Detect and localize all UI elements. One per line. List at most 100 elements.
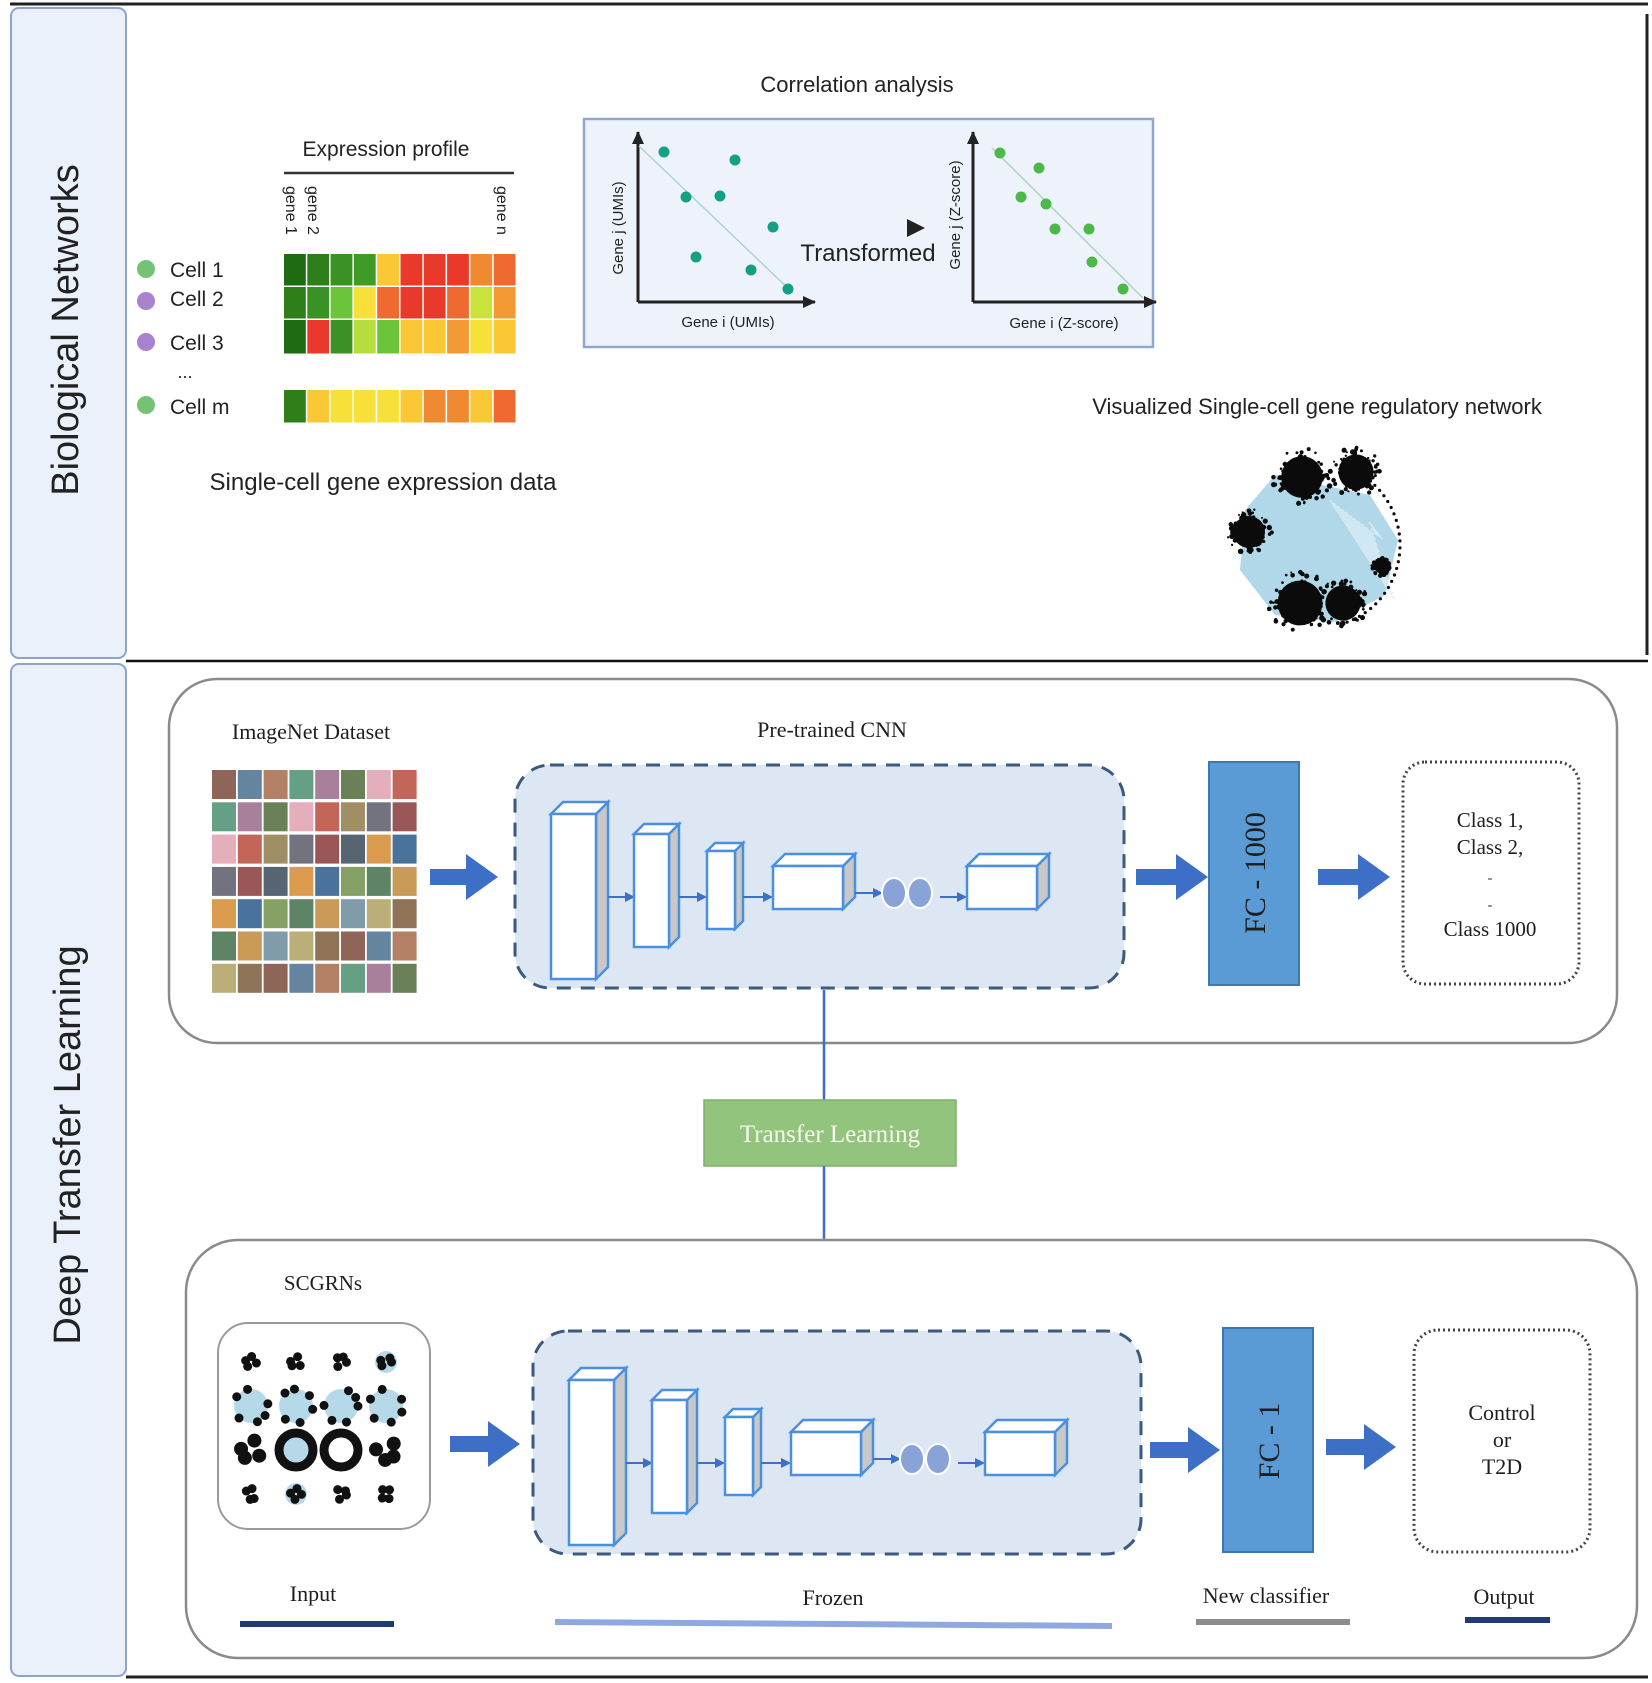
arrow-icon (430, 854, 498, 900)
network-node (1340, 457, 1343, 461)
imagenet-thumbnail (212, 963, 236, 993)
scgrn-network-cluster (304, 1391, 314, 1401)
scgrn-network-fill (369, 1389, 403, 1423)
network-node (1232, 523, 1238, 529)
imagenet-thumbnail (212, 931, 236, 961)
scgrn-network-cluster (333, 1362, 343, 1372)
network-node (1321, 588, 1327, 595)
fit-line-umis (638, 145, 794, 294)
imagenet-thumbnail (366, 770, 391, 799)
imagenet-thumbnail (263, 899, 288, 929)
network-node (1304, 573, 1310, 579)
zscore-ylabel: Gene j (Z-score) (947, 160, 964, 269)
section-label-biological-networks: Biological Networks (45, 164, 87, 496)
network-node (1386, 499, 1390, 504)
network-edge (1368, 521, 1383, 540)
network-node (1294, 490, 1299, 495)
expression-caption: Single-cell gene expression data (210, 469, 558, 496)
network-node (1330, 585, 1334, 589)
heatmap-cell (284, 287, 306, 319)
scgrn-network-cluster (334, 1494, 344, 1504)
network-node (1374, 602, 1378, 606)
imagenet-thumbnail (341, 770, 365, 799)
network-node (1342, 457, 1346, 461)
network-cluster (1325, 585, 1361, 621)
scgrn-network-cluster (397, 1394, 407, 1404)
network-node (1317, 489, 1322, 493)
network-node (1358, 598, 1363, 603)
scgrn-network-fill (279, 1389, 313, 1423)
heatmap-cell (284, 254, 306, 286)
imagenet-thumbnail (289, 866, 314, 896)
scgrn-network-cluster (286, 1488, 296, 1498)
network-node (1375, 462, 1380, 467)
scgrn-network-cluster (369, 1442, 384, 1457)
scgrn-network-cluster (247, 1433, 262, 1448)
output-class-1: Class 1, (1457, 808, 1524, 832)
imagenet-thumbnail (212, 834, 236, 864)
imagenet-thumbnail (392, 963, 417, 993)
layer-ellipsis-dot (925, 1443, 951, 1475)
network-node (1269, 530, 1274, 535)
network-node (1361, 456, 1366, 461)
scatter-point (767, 221, 779, 233)
network-node (1271, 474, 1276, 480)
transfer-connector: Transfer Learning (703, 990, 957, 1328)
network-node (1290, 572, 1295, 578)
network-title: Visualized Single-cell gene regulatory n… (1092, 394, 1543, 419)
network-node (1317, 460, 1321, 464)
network-node (1394, 518, 1398, 522)
network-node (1351, 617, 1356, 622)
network-node (1330, 617, 1333, 621)
scgrn-network-cluster (397, 1407, 407, 1417)
network-node (1302, 501, 1306, 505)
network-node (1262, 518, 1268, 524)
network-node (1324, 584, 1330, 589)
network-node (1374, 464, 1377, 467)
scgrn-network-cluster (247, 1484, 257, 1494)
layer-top (981, 1418, 1071, 1434)
network-node (1283, 618, 1288, 624)
network-node (1367, 456, 1370, 460)
network-node (1281, 613, 1286, 618)
network-node (1383, 591, 1387, 595)
cell-dot-3 (137, 333, 155, 351)
scgrn-network-cluster (338, 1352, 348, 1362)
conv-layer-block (965, 864, 1039, 911)
cell-label-2: Cell 2 (170, 288, 224, 311)
network-node (1283, 586, 1287, 591)
network-cluster (1338, 454, 1374, 490)
network-node (1296, 500, 1302, 506)
conv-layer-block (632, 832, 671, 949)
network-node (1297, 453, 1304, 460)
imagenet-output-box (1401, 760, 1581, 986)
network-edge (1357, 520, 1382, 559)
network-node (1284, 573, 1288, 577)
imagenet-thumbnail (212, 802, 236, 832)
scgrn-network-cluster (378, 1452, 393, 1467)
side-panel-biological: Biological Networks (10, 7, 127, 659)
network-node (1351, 487, 1355, 491)
network-node (1359, 449, 1363, 453)
imagenet-thumbnail (392, 931, 417, 961)
scgrn-network-cluster (386, 1436, 401, 1451)
network-node (1339, 463, 1344, 468)
imagenet-thumbnail (315, 899, 340, 929)
network-node (1344, 454, 1348, 457)
imagenet-thumbnail (315, 802, 340, 832)
scgrn-network-cluster (385, 1485, 395, 1495)
layer-top (547, 800, 612, 816)
scgrn-network-cluster (260, 1411, 270, 1421)
network-node (1254, 543, 1259, 547)
network-graphic (1226, 445, 1402, 632)
arrow-icon (450, 1421, 520, 1467)
conv-layer-block (983, 1430, 1057, 1477)
layer-top (963, 852, 1053, 868)
network-node (1282, 461, 1288, 467)
network-node (1341, 447, 1347, 453)
expression-profile: Expression profile gene 1 gene 2 gene n … (137, 138, 557, 496)
network-node (1373, 571, 1378, 576)
output-dash-2: - (1488, 898, 1493, 913)
heatmap-cell (377, 287, 399, 319)
cell-label-1: Cell 1 (170, 259, 224, 282)
